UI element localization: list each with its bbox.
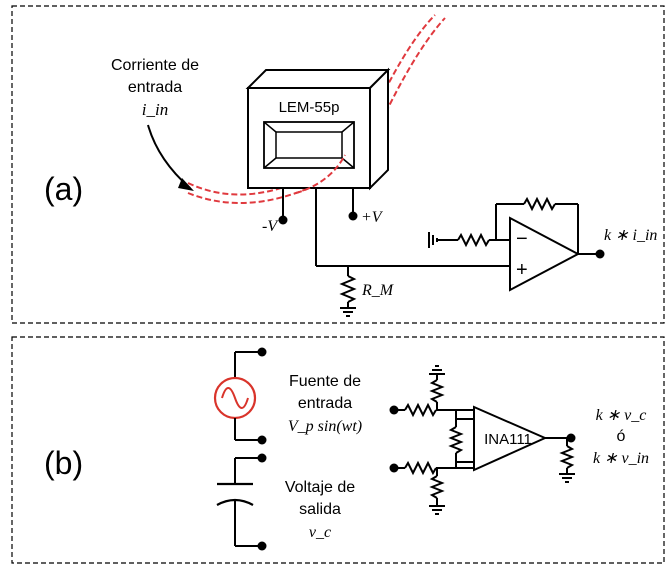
neg-supply-terminal xyxy=(278,215,288,225)
ina111-triangle xyxy=(473,405,548,472)
ina-output-terminal xyxy=(566,433,576,443)
lem-sensor xyxy=(245,67,391,191)
capacitor-terminal-bottom xyxy=(257,541,267,551)
pointer-arrowhead-icon xyxy=(178,178,194,191)
panel-b-label: (b) xyxy=(44,445,83,481)
rm-resistor-icon xyxy=(339,275,357,303)
ina-bottom-pulldown-icon xyxy=(429,475,445,499)
input-resistor-icon xyxy=(457,232,490,248)
source-label-line1: Fuente de xyxy=(289,373,361,390)
capacitor-label-line1: Voltaje de xyxy=(285,479,355,496)
output-label-b-line3: k ∗ v_in xyxy=(593,450,649,467)
panel-a-border xyxy=(11,5,665,324)
ina-input-bottom-resistor-icon xyxy=(404,460,437,476)
load-resistor-icon xyxy=(559,445,575,469)
ground-icon-ina-top xyxy=(429,365,445,375)
capacitor-label-line2: salida xyxy=(299,501,341,518)
input-current-label-line2: entrada xyxy=(128,79,182,96)
ground-icon-minus xyxy=(428,232,438,248)
opamp-plus: + xyxy=(516,259,528,281)
output-label-a: k ∗ i_in xyxy=(604,227,657,244)
panel-b-border xyxy=(11,336,665,564)
source-label-line2: entrada xyxy=(298,395,352,412)
ina-input-top-resistor-icon xyxy=(404,402,437,418)
input-current-symbol: i_in xyxy=(142,100,168,119)
neg-supply-label: -V xyxy=(262,218,279,235)
rm-label: R_M xyxy=(361,282,395,299)
output-label-b-line1: k ∗ v_c xyxy=(596,407,647,424)
source-label-line3: V_p sin(wt) xyxy=(288,418,362,435)
output-label-b-line2: ó xyxy=(617,428,626,445)
ina-input-top-terminal xyxy=(389,405,399,415)
input-current-label-line1: Corriente de xyxy=(111,57,199,74)
capacitor-label-line3: v_c xyxy=(309,524,331,541)
pointer-arrow xyxy=(147,124,191,189)
output-terminal-a xyxy=(595,249,605,259)
sensor-label: LEM-55p xyxy=(279,99,340,116)
ina-input-bottom-terminal xyxy=(389,463,399,473)
ground-icon-rm xyxy=(340,307,356,317)
sine-wave-icon xyxy=(221,387,249,409)
capacitor-terminal-top xyxy=(257,453,267,463)
opamp-minus: − xyxy=(516,228,528,250)
source-terminal-bottom xyxy=(257,435,267,445)
ground-icon-ina-bottom xyxy=(429,505,445,515)
feedback-resistor-icon xyxy=(523,196,556,212)
cable-through-window xyxy=(295,154,346,194)
pos-supply-label: +V xyxy=(361,209,384,226)
panel-a-label: (a) xyxy=(44,171,83,207)
ina-top-pulldown-icon xyxy=(429,379,445,403)
pos-supply-terminal xyxy=(348,211,358,221)
ina111-label: INA111 xyxy=(484,431,532,448)
opamp-triangle xyxy=(509,216,581,292)
source-terminal-top xyxy=(257,347,267,357)
ground-icon-load xyxy=(559,473,575,483)
gain-resistor-icon xyxy=(448,426,464,454)
